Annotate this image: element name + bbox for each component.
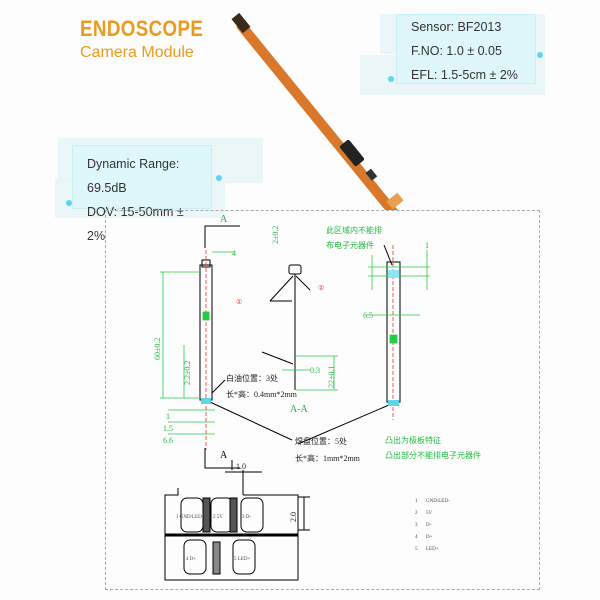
dim-top-width: 4 (232, 249, 236, 258)
decor-dot (537, 52, 543, 58)
note-pad-size: 长*高：1mm*2mm (295, 453, 361, 463)
pad-highlight (201, 398, 211, 404)
dim-pad-height-b: 2.0 (289, 512, 298, 522)
dim-6-6: 6.6 (163, 436, 173, 445)
section-label-bottom: A (220, 450, 228, 461)
spec-fno: F.NO: 1.0 ± 0.05 (411, 44, 502, 58)
dim-length: 60±0.2 (153, 338, 162, 360)
pin-name: LED+ (426, 547, 439, 552)
dim-offset: 2.2±0.2 (183, 361, 192, 385)
note-white-oil-pos: 白油位置：3处 (226, 373, 278, 383)
spec-box-range: Dynamic Range: 69.5dB DOV: 15-50mm ± 2% (72, 145, 212, 243)
pin-name: 5V (426, 511, 433, 516)
pad-highlight (388, 400, 399, 406)
pin-name: D+ (426, 535, 433, 540)
section-label-top: A (220, 214, 228, 225)
pin-num: 4 (415, 535, 418, 540)
dim-1: 1 (166, 412, 170, 421)
connector-pads (386, 192, 404, 210)
note-protrude-2: 凸出部分不能排电子元器件 (385, 450, 481, 460)
pin-name: D- (426, 523, 432, 528)
spec-sensor: Sensor: BF2013 (411, 20, 502, 34)
spec-dov: DOV: 15-50mm ± 2% (87, 205, 184, 243)
red-note: ① (236, 298, 242, 306)
section-marker-bottom (204, 448, 240, 469)
chip (365, 168, 378, 181)
camera-module-cable (231, 12, 404, 210)
drawing-frame (105, 210, 540, 590)
note-white-oil-size: 长*高：0.4mm*2mm (226, 389, 298, 399)
brand-subtitle: Camera Module (80, 44, 194, 61)
pad-label: 4 D+ (186, 557, 196, 562)
section-marker-top (204, 225, 240, 248)
decor-dot (388, 76, 394, 82)
red-note: ① (318, 284, 324, 292)
spec-efl: EFL: 1.5-5cm ± 2% (411, 68, 518, 82)
pin-num: 1 (415, 499, 418, 504)
dim-pad-height: 22±0.1 (327, 366, 336, 388)
chip (339, 139, 365, 167)
note-keepout-1: 此区域内不能排 (326, 225, 382, 235)
keepout-highlight (388, 270, 399, 278)
pad-label: 2 5V (213, 515, 223, 520)
pin-legend: 1 GND/LED- 2 5V 3 D- 4 D+ 5 LED+ (415, 499, 450, 552)
dim-pad-pitch: 1.0 (236, 462, 246, 471)
pin-num: 2 (415, 511, 418, 516)
pin-num: 3 (415, 523, 418, 528)
note-pad-pos: 焊盘位置：5处 (295, 436, 347, 446)
section-view-label: A-A (290, 404, 309, 415)
pad-label: 1 GND/LED- (176, 515, 204, 520)
dimension-lines (160, 250, 430, 435)
pad-label: 5 LED+ (234, 557, 250, 562)
spec-dynamic-range: Dynamic Range: 69.5dB (87, 157, 180, 195)
pin-num: 5 (415, 547, 418, 552)
dim-1-5: 1.5 (163, 424, 173, 433)
dim-right-width: 6.5 (363, 311, 373, 320)
camera-head (231, 12, 251, 34)
pin-name: GND/LED- (426, 499, 450, 504)
note-protrude-1: 凸出为极板特征 (385, 435, 441, 445)
decor-dot (66, 200, 72, 206)
cap-profile (288, 264, 302, 275)
dim-right-top: 1 (425, 241, 429, 250)
note-keepout-2: 布电子元器件 (326, 240, 374, 250)
flex-cable (236, 20, 398, 210)
dim-thickness: 0.3 (310, 366, 320, 375)
spec-box-sensor: Sensor: BF2013 F.NO: 1.0 ± 0.05 EFL: 1.5… (396, 14, 536, 84)
dim-cap-height: 2±0.2 (271, 226, 280, 244)
pad-label: 3 D- (242, 515, 251, 520)
brand-title: ENDOSCOPE (80, 16, 204, 41)
right-rod (386, 261, 401, 403)
decor-dot (216, 175, 222, 181)
